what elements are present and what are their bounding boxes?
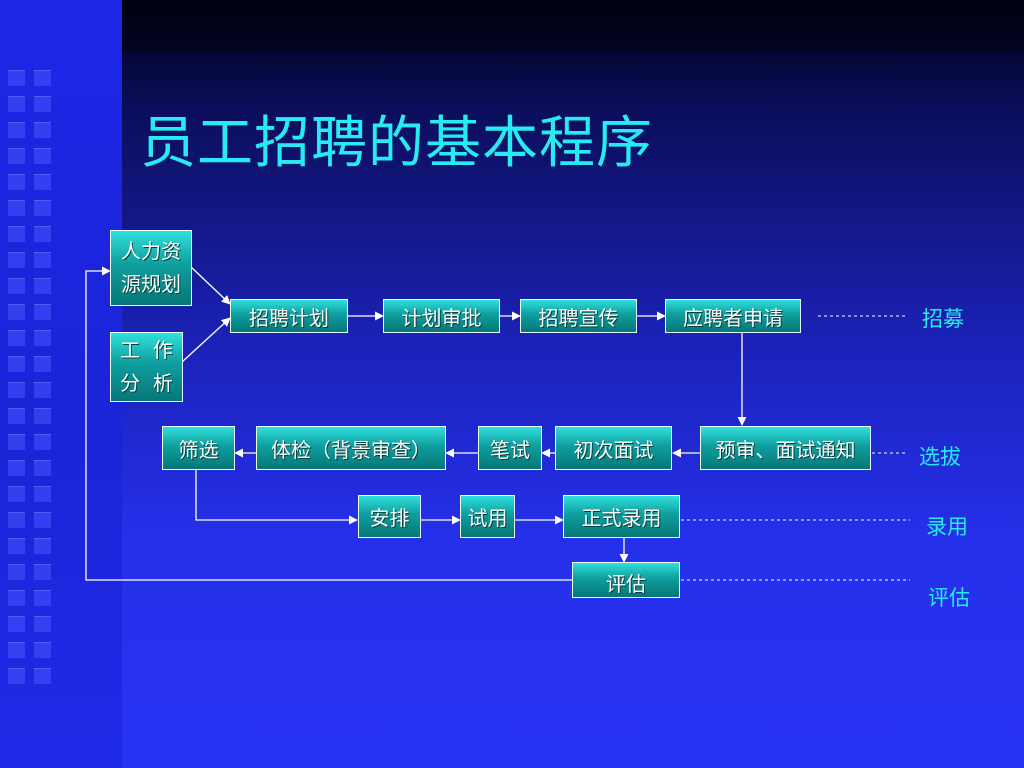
node-prescreen-notice: 预审、面试通知	[700, 426, 871, 470]
node-recruit-publicity: 招聘宣传	[520, 299, 637, 333]
top-decor-band	[122, 0, 1024, 52]
stage-label-recruitment: 招募	[922, 307, 964, 331]
node-job-analysis: 工 作 分 析	[110, 332, 183, 402]
node-first-interview: 初次面试	[555, 426, 672, 470]
node-physical-check: 体检（背景审查）	[256, 426, 446, 470]
node-job-analysis-line1: 工 作	[120, 338, 173, 362]
stage-label-hiring: 录用	[926, 515, 968, 539]
node-job-analysis-line2: 分 析	[120, 371, 173, 395]
node-formal-hire: 正式录用	[563, 495, 680, 538]
node-evaluate: 评估	[572, 562, 680, 598]
node-hr-planning-line1: 人力资	[121, 239, 181, 263]
arrow-hrplan-to-plan	[189, 265, 231, 305]
decor-squares-right	[34, 0, 51, 768]
node-applicant-apply: 应聘者申请	[665, 299, 801, 333]
node-recruit-plan: 招聘计划	[230, 299, 348, 333]
node-plan-approval: 计划审批	[383, 299, 500, 333]
node-hr-planning-line2: 源规划	[121, 272, 181, 296]
arrow-screening-to-arrange	[195, 470, 358, 525]
decor-squares-left	[8, 0, 25, 768]
arrow-evaluate-feedback	[85, 266, 572, 581]
node-written-test: 笔试	[478, 426, 542, 470]
stage-label-selection: 选拔	[919, 445, 961, 469]
node-screening: 筛选	[162, 426, 235, 470]
stage-label-evaluation: 评估	[928, 586, 970, 610]
node-hr-planning: 人力资 源规划	[110, 230, 192, 306]
node-trial: 试用	[460, 495, 515, 538]
node-arrange: 安排	[358, 495, 421, 538]
arrow-jobanalysis-to-plan	[181, 317, 231, 363]
page-title: 员工招聘的基本程序	[140, 111, 653, 176]
